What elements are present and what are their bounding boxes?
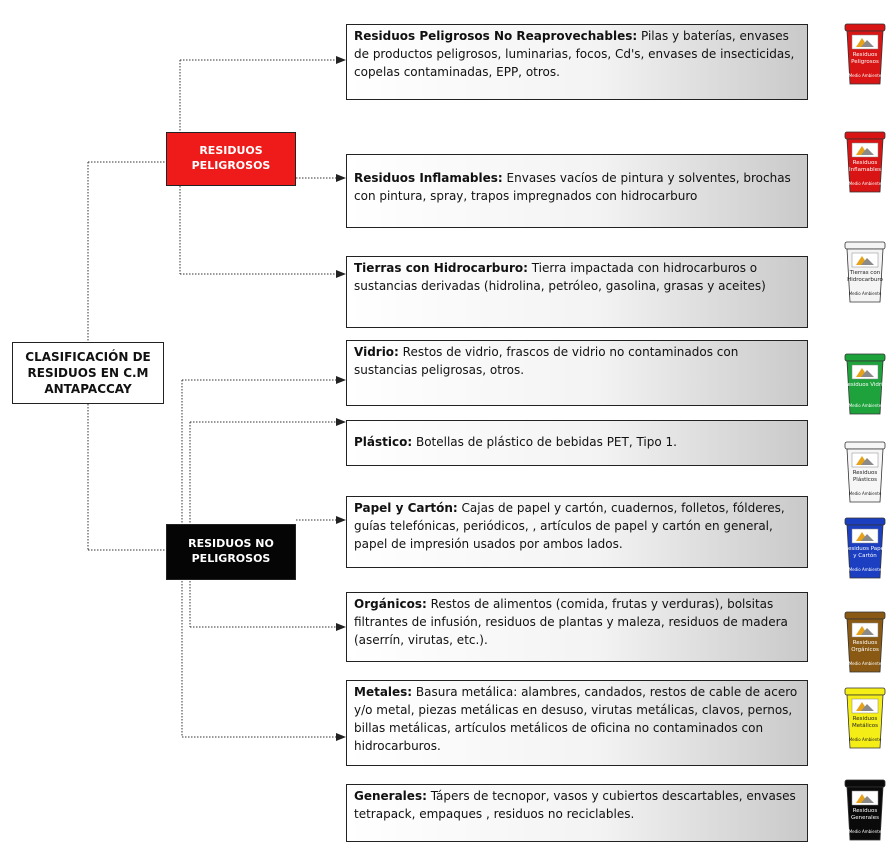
bin-footer: Medio Ambiente [848,829,882,834]
item-title: Residuos Inflamables: [354,171,503,185]
item-title: Plástico: [354,435,413,449]
item-title: Papel y Cartón: [354,501,458,515]
bin-label: Residuos Plásticos [852,470,878,483]
bin-label: Residuos Generales [851,808,879,821]
item-title: Generales: [354,789,427,803]
item-papel-carton: Papel y Cartón: Cajas de papel y cartón,… [346,496,808,568]
item-text: Restos de vidrio, frascos de vidrio no c… [354,345,739,377]
bin-footer: Medio Ambiente [848,181,882,186]
item-generales: Generales: Tápers de tecnopor, vasos y c… [346,784,808,842]
item-metales: Metales: Basura metálica: alambres, cand… [346,680,808,766]
bin-footer: Medio Ambiente [848,73,882,78]
root-label: CLASIFICACIÓN DE RESIDUOS EN C.M ANTAPAC… [25,349,151,397]
category-peligrosos: RESIDUOS PELIGROSOS [166,132,296,186]
item-vidrio: Vidrio: Restos de vidrio, frascos de vid… [346,340,808,406]
bin-label: Residuos Inflamables [849,160,881,173]
item-text: Botellas de plástico de bebidas PET, Tip… [412,435,677,449]
item-plastico: Plástico: Botellas de plástico de bebida… [346,420,808,466]
category-peligrosos-label: RESIDUOS PELIGROSOS [191,144,271,172]
item-text: Cajas de papel y cartón, cuadernos, foll… [354,501,785,551]
item-text: Basura metálica: alambres, candados, res… [354,685,798,753]
category-no-peligrosos: RESIDUOS NO PELIGROSOS [166,524,296,580]
bin-label: Residuos Vidrio [843,382,887,388]
item-title: Metales: [354,685,413,699]
item-text: Tierra impactada con hidrocarburos o sus… [354,261,766,293]
bin-footer: Medio Ambiente [848,491,882,496]
bin-footer: Medio Ambiente [848,661,882,666]
item-text: Envases vacíos de pintura y solventes, b… [354,171,791,203]
category-no-peligrosos-label: RESIDUOS NO PELIGROSOS [188,537,274,565]
item-title: Vidrio: [354,345,399,359]
bin-footer: Medio Ambiente [848,291,882,296]
item-text: Restos de alimentos (comida, frutas y ve… [354,597,788,647]
bin-label: Residuos Orgánicos [851,640,879,653]
bin-footer: Medio Ambiente [848,737,882,742]
item-title: Orgánicos: [354,597,427,611]
item-organicos: Orgánicos: Restos de alimentos (comida, … [346,592,808,662]
bin-label: Residuos Papel y Cartón [844,546,886,559]
bin-label: Residuos Metálicos [852,716,878,729]
item-text: Tápers de tecnopor, vasos y cubiertos de… [354,789,796,821]
item-tierras-hidrocarburo: Tierras con Hidrocarburo: Tierra impacta… [346,256,808,328]
item-text: Pilas y baterías, envases de productos p… [354,29,795,79]
root-category-box: CLASIFICACIÓN DE RESIDUOS EN C.M ANTAPAC… [12,342,164,404]
item-residuos-inflamables: Residuos Inflamables: Envases vacíos de … [346,154,808,228]
bin-label: Residuos Peligrosos [851,52,879,65]
bin-label: Tierras con Hidrocarburo [847,270,883,283]
item-peligrosos-no-reaprovechables: Residuos Peligrosos No Reaprovechables: … [346,24,808,100]
bin-footer: Medio Ambiente [848,403,882,408]
bin-footer: Medio Ambiente [848,567,882,572]
item-title: Tierras con Hidrocarburo: [354,261,528,275]
item-title: Residuos Peligrosos No Reaprovechables: [354,29,638,43]
